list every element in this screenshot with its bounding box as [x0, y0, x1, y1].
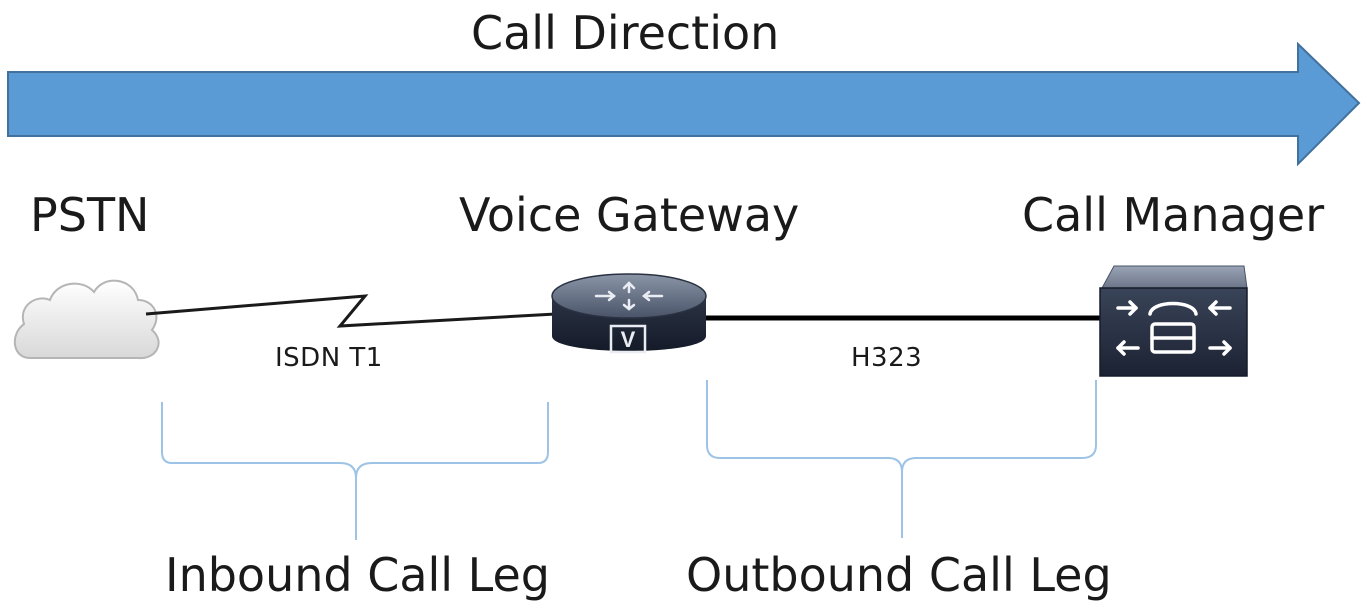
call-manager-server-icon	[1099, 265, 1248, 377]
cloud-icon	[14, 279, 160, 360]
h323-label: H323	[851, 343, 923, 373]
voice-router-icon: V	[551, 273, 707, 354]
call-direction-label: Call Direction	[471, 6, 780, 60]
outbound-call-leg-label: Outbound Call Leg	[686, 548, 1112, 602]
inbound-call-leg-label: Inbound Call Leg	[165, 548, 551, 602]
call-manager-label: Call Manager	[1022, 188, 1325, 242]
voice-gateway-label: Voice Gateway	[459, 188, 800, 242]
isdn-t1-link	[145, 294, 557, 328]
call-direction-arrow	[7, 41, 1361, 167]
outbound-leg-brace	[706, 380, 1097, 538]
voice-router-badge: V	[621, 327, 636, 352]
pstn-label: PSTN	[30, 188, 150, 242]
inbound-leg-brace	[161, 402, 549, 540]
isdn-t1-label: ISDN T1	[275, 343, 383, 373]
